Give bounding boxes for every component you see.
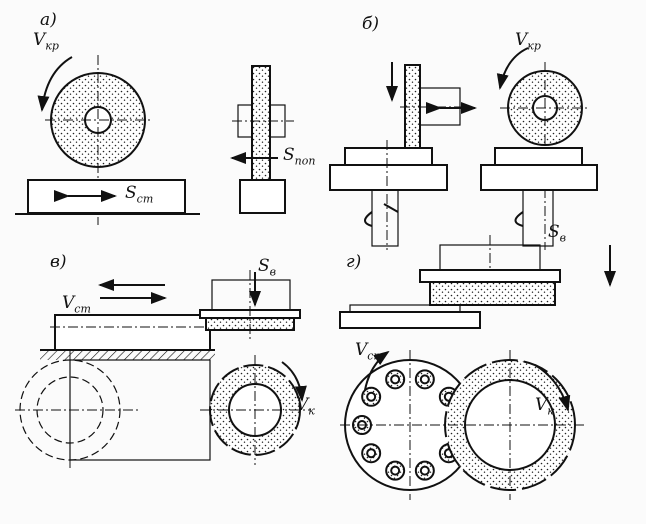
grinding-wheel-side: [251, 65, 271, 181]
workpiece-ring: [366, 448, 377, 459]
scheme-a: [15, 55, 294, 225]
label-a: а): [40, 10, 57, 30]
label-a-sst: Sст: [125, 183, 154, 206]
label-g-sv: Sв: [548, 222, 567, 245]
label-v-vst: Vст: [62, 293, 91, 316]
label-b-vkr: Vкр: [515, 30, 541, 53]
label-v-sv: Sв: [258, 256, 277, 279]
workpiece-ring: [419, 465, 430, 476]
label-g-vst: Vст: [355, 340, 384, 363]
scheme-b: [329, 47, 598, 250]
scheme-g: [339, 235, 616, 500]
scheme-v: [15, 270, 310, 470]
label-g: г): [346, 252, 362, 272]
workpiece-ring: [419, 374, 430, 385]
label-a-vkr: Vкр: [33, 30, 59, 53]
label-v-vk: Vк: [296, 395, 315, 418]
label-a-spop: Sпоп: [283, 145, 316, 168]
workpiece-ring: [390, 374, 401, 385]
workpiece-ring: [366, 391, 377, 402]
label-g-vk: Vк: [535, 395, 554, 418]
label-v: в): [50, 252, 67, 272]
label-b: б): [362, 14, 380, 34]
workpiece-ring: [390, 465, 401, 476]
